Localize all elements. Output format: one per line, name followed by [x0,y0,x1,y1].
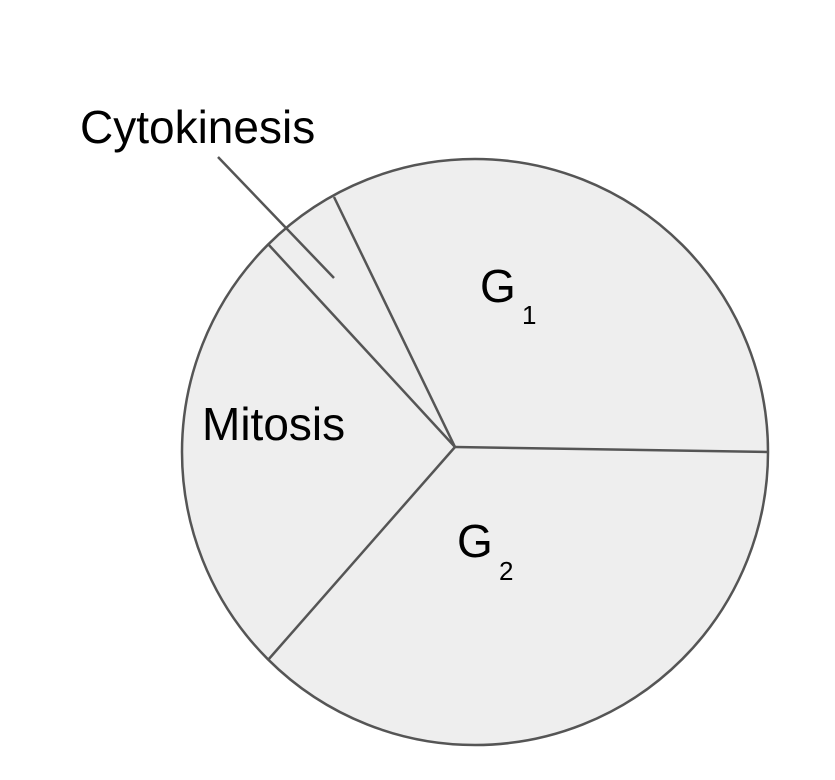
divider-g1-cytokinesis [332,196,457,448]
cytokinesis-label: Cytokinesis [80,101,315,153]
g1-subscript: 1 [522,300,536,330]
cytokinesis-leader-line [217,156,335,279]
divider-g2-mitosis [267,446,456,661]
g1-label: G [480,260,516,312]
g2-subscript: 2 [499,556,513,586]
mitosis-label: Mitosis [202,398,345,450]
g2-label: G [457,515,493,567]
divider-g1-g2 [454,445,769,454]
divider-cytokinesis-mitosis [267,243,456,448]
